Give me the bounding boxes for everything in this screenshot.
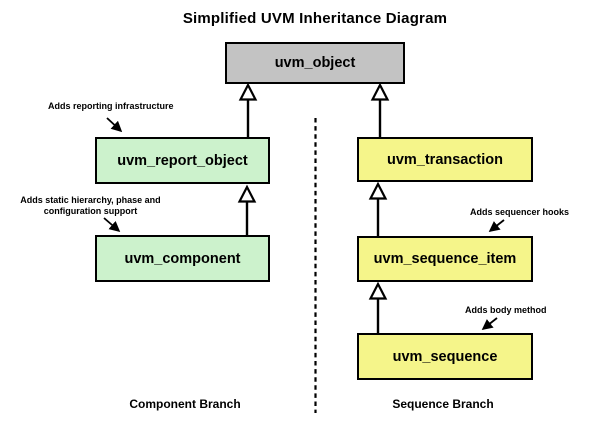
annotation-static-hierarchy-line2: configuration support <box>43 206 138 216</box>
node-uvm-sequence-label: uvm_sequence <box>392 348 498 365</box>
node-uvm-component: uvm_component <box>95 235 270 282</box>
annotation-sequencer-hooks: Adds sequencer hooks <box>470 207 570 217</box>
annotation-arrow-body-method-icon <box>481 317 498 331</box>
annotation-static-hierarchy: Adds static hierarchy, phase and configu… <box>10 195 171 217</box>
node-uvm-report-object-label: uvm_report_object <box>117 152 248 169</box>
inheritance-edge-sequence-item-to-transaction <box>368 181 388 236</box>
node-uvm-transaction: uvm_transaction <box>357 137 533 182</box>
node-uvm-transaction-label: uvm_transaction <box>386 151 504 168</box>
inheritance-edge-transaction-to-object <box>370 82 390 137</box>
branch-label-component: Component Branch <box>129 397 241 411</box>
inheritance-edge-sequence-to-sequence-item <box>368 281 388 333</box>
hollow-triangle-arrowhead-icon <box>368 181 388 200</box>
node-uvm-object-label: uvm_object <box>274 55 356 71</box>
node-uvm-sequence-item-label: uvm_sequence_item <box>373 251 517 267</box>
annotation-static-hierarchy-line1: Adds static hierarchy, phase and <box>20 195 161 205</box>
node-uvm-sequence: uvm_sequence <box>357 333 533 380</box>
diagram-title: Simplified UVM Inheritance Diagram <box>182 10 448 27</box>
node-uvm-component-label: uvm_component <box>124 250 241 267</box>
node-uvm-sequence-item: uvm_sequence_item <box>357 236 533 282</box>
annotation-arrow-sequencer-hooks-icon <box>488 219 505 233</box>
hollow-triangle-arrowhead-icon <box>368 281 388 300</box>
annotation-arrow-static-hierarchy-icon <box>103 217 121 233</box>
node-uvm-report-object: uvm_report_object <box>95 137 270 184</box>
node-uvm-object: uvm_object <box>225 42 405 84</box>
hollow-triangle-arrowhead-icon <box>238 82 258 101</box>
hollow-triangle-arrowhead-icon <box>237 184 257 203</box>
annotation-arrow-reporting-icon <box>106 117 123 133</box>
branch-label-sequence: Sequence Branch <box>392 397 494 411</box>
hollow-triangle-arrowhead-icon <box>370 82 390 101</box>
annotation-reporting: Adds reporting infrastructure <box>48 101 174 111</box>
inheritance-edge-component-to-report-object <box>237 184 257 235</box>
inheritance-edge-report-object-to-object <box>238 82 258 138</box>
annotation-body-method: Adds body method <box>465 305 547 315</box>
